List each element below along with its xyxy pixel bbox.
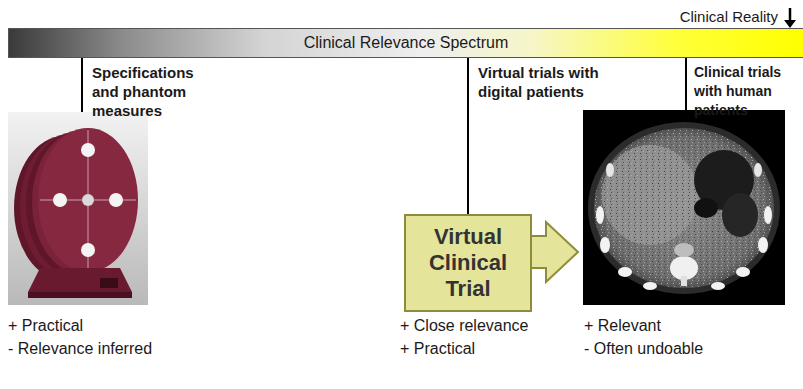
- illustration-part: [588, 122, 780, 294]
- illustration-part: [764, 206, 772, 224]
- spectrum-bar-text: Clinical Relevance Spectrum: [304, 34, 509, 52]
- illustration-part: [758, 237, 768, 253]
- illustration-part: [754, 163, 762, 177]
- illustration-part: [674, 243, 694, 257]
- illustration-part: [618, 267, 632, 277]
- category-label: Specifications and phantom measures: [92, 63, 222, 120]
- illustration-part: [643, 282, 657, 290]
- reality-label: Clinical Reality: [640, 8, 778, 26]
- illustration-part: [784, 20, 796, 28]
- illustration-part: [602, 145, 698, 245]
- pro-con-note: - Often undoable: [584, 339, 784, 359]
- illustration-part: [600, 237, 610, 253]
- illustration-part: [736, 267, 750, 277]
- illustration-part: [109, 193, 123, 207]
- illustration-part: [81, 143, 95, 157]
- illustration-part: [594, 128, 774, 288]
- illustration-part: [38, 128, 138, 272]
- illustration-part: [694, 198, 718, 218]
- pro-con-note: - Relevance inferred: [8, 339, 198, 359]
- spectrum-bar: Clinical Relevance Spectrum: [8, 28, 803, 58]
- process-box: Virtual Clinical Trial: [404, 214, 532, 312]
- illustration-part: [711, 282, 725, 290]
- illustration-part: [467, 58, 469, 214]
- illustration-part: [685, 58, 687, 110]
- category-label: Clinical trials with human patients: [694, 63, 800, 120]
- pro-con-note: + Relevant: [584, 316, 784, 336]
- illustration-part: [596, 206, 604, 224]
- pro-con-note: + Practical: [400, 339, 580, 359]
- illustration-part: [82, 194, 94, 206]
- illustration-part: [81, 58, 83, 112]
- reality-arrow: [784, 8, 796, 28]
- pro-con-note: + Practical: [8, 316, 198, 336]
- category-label: Virtual trials with digital patients: [478, 63, 608, 101]
- illustration-part: [81, 243, 95, 257]
- illustration-part: [681, 276, 687, 286]
- illustration-part: [100, 278, 118, 288]
- callout-arrow: [530, 222, 578, 282]
- illustration-part: [583, 110, 785, 305]
- illustration-part: [28, 292, 132, 298]
- process-box-text: Virtual Clinical Trial: [406, 224, 530, 302]
- illustration-part: [606, 163, 614, 177]
- illustration-part: [789, 8, 792, 22]
- illustration-part: [722, 193, 758, 237]
- illustration-part: [594, 128, 774, 288]
- illustration-part: [28, 268, 132, 292]
- pro-con-note: + Close relevance: [400, 316, 580, 336]
- illustration-part: [8, 112, 148, 305]
- phantom-photo: [8, 112, 148, 305]
- ct-scan: [583, 110, 785, 305]
- illustration-part: [53, 193, 67, 207]
- illustration-part: [602, 145, 698, 245]
